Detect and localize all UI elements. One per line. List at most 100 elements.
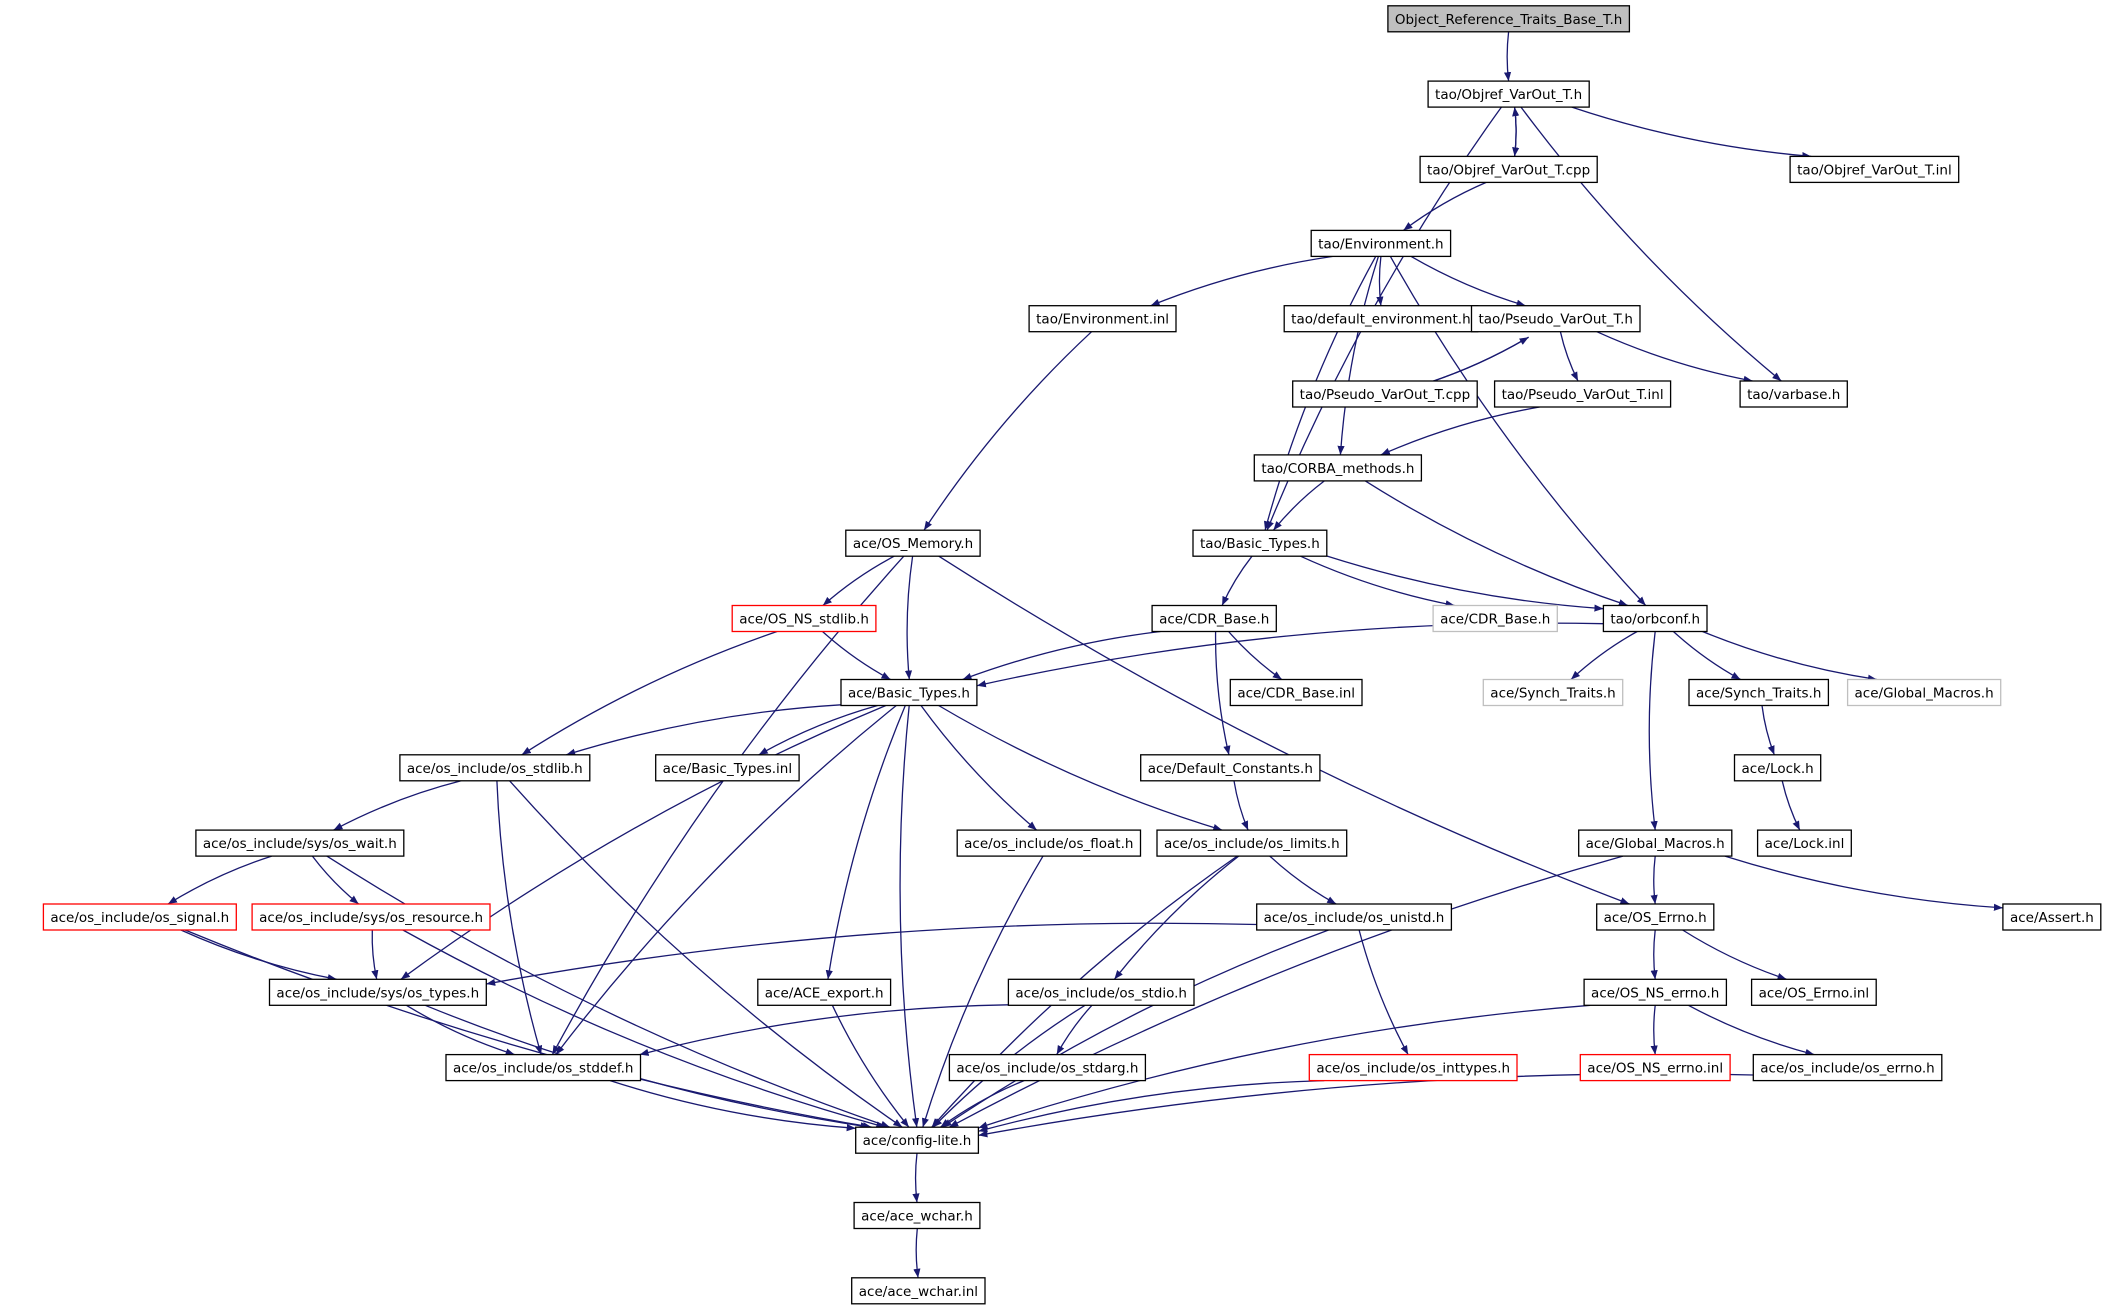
node-box — [2002, 903, 2102, 931]
graph-node-os-inttypes-h[interactable]: ace/os_include/os_inttypes.h — [1308, 1053, 1518, 1082]
node-box — [855, 1126, 980, 1154]
node-label: tao/Environment.inl — [1036, 312, 1169, 328]
graph-node-os-signal-h[interactable]: ace/os_include/os_signal.h — [42, 903, 237, 931]
node-label: ace/Basic_Types.h — [848, 686, 970, 702]
graph-node-ace-export-h[interactable]: ace/ACE_export.h — [757, 978, 892, 1006]
node-box — [1579, 1053, 1731, 1082]
node-label: tao/Objref_VarOut_T.h — [1435, 87, 1582, 103]
edge-pseudo-varout-h-to-varbase-h — [1596, 331, 1753, 383]
edge-os-types-h-to-os-stddef-h — [406, 1004, 515, 1056]
graph-node-default-constants-h[interactable]: ace/Default_Constants.h — [1140, 754, 1321, 782]
graph-node-os-stdarg-h[interactable]: ace/os_include/os_stdarg.h — [948, 1053, 1147, 1082]
node-box — [1229, 678, 1363, 707]
node-label: tao/Basic_Types.h — [1200, 536, 1320, 552]
node-label: tao/Pseudo_VarOut_T.cpp — [1300, 387, 1470, 403]
edge-os-memory-h-to-os-ns-stdlib-h — [822, 555, 895, 606]
node-box — [845, 529, 981, 557]
edge-global-macros-h-to-os-errno-h — [1650, 856, 1658, 905]
node-box — [1140, 754, 1321, 782]
edge-environment-h-to-pseudo-varout-h — [1410, 255, 1526, 307]
edge-os-ns-stdlib-h-to-ace-basic-types-h — [822, 631, 891, 681]
graph-node-default-environment-h[interactable]: tao/default_environment.h — [1283, 305, 1479, 333]
graph-node-pseudo-varout-inl[interactable]: tao/Pseudo_VarOut_T.inl — [1493, 380, 1672, 408]
graph-node-assert-h[interactable]: ace/Assert.h — [2002, 903, 2102, 931]
edge-ace-cdr-base-h-to-ace-basic-types-h — [962, 630, 1161, 681]
graph-node-os-wait-h[interactable]: ace/os_include/sys/os_wait.h — [195, 829, 405, 857]
node-box — [1578, 829, 1733, 857]
node-label: ace/Basic_Types.inl — [663, 761, 792, 777]
node-box — [1283, 305, 1479, 333]
graph-node-pseudo-varout-cpp[interactable]: tao/Pseudo_VarOut_T.cpp — [1292, 380, 1478, 408]
node-label: ace/config-lite.h — [863, 1133, 972, 1149]
graph-node-corba-methods-h[interactable]: tao/CORBA_methods.h — [1253, 454, 1423, 482]
graph-node-os-ns-errno-inl[interactable]: ace/OS_NS_errno.inl — [1579, 1053, 1731, 1082]
graph-node-ace-basic-types-h[interactable]: ace/Basic_Types.h — [840, 678, 978, 707]
graph-node-ace-wchar-inl[interactable]: ace/ace_wchar.inl — [851, 1277, 986, 1305]
graph-node-os-types-h[interactable]: ace/os_include/sys/os_types.h — [268, 978, 487, 1006]
node-label: ace/CDR_Base.h — [1159, 612, 1269, 628]
node-label: ace/OS_NS_errno.h — [1591, 985, 1719, 1001]
graph-node-ace-cdr-base-h-ext[interactable]: ace/CDR_Base.h — [1432, 604, 1558, 633]
graph-node-os-stddef-h[interactable]: ace/os_include/os_stddef.h — [445, 1053, 642, 1082]
graph-node-cdr-base-inl[interactable]: ace/CDR_Base.inl — [1229, 678, 1363, 707]
graph-node-config-lite-h[interactable]: ace/config-lite.h — [855, 1126, 980, 1154]
graph-node-root[interactable]: Object_Reference_Traits_Base_T.h — [1387, 5, 1631, 33]
node-label: ace/os_include/os_stdlib.h — [407, 761, 583, 777]
node-box — [268, 978, 487, 1006]
graph-node-os-errno-inl[interactable]: ace/OS_Errno.inl — [1750, 978, 1877, 1006]
node-box — [1028, 305, 1177, 333]
graph-node-os-errno-h[interactable]: ace/OS_Errno.h — [1596, 903, 1715, 931]
graph-node-os-resource-h[interactable]: ace/os_include/sys/os_resource.h — [251, 903, 491, 931]
node-box — [1007, 978, 1195, 1006]
edge-os-ns-errno-h-to-os-ns-errno-inl — [1650, 1005, 1658, 1055]
edge-objref-varout-cpp-to-objref-varout-h — [1512, 107, 1520, 157]
edge-os-memory-h-to-ace-basic-types-h — [904, 556, 914, 680]
node-label: tao/Objref_VarOut_T.inl — [1797, 162, 1952, 178]
graph-node-os-limits-h[interactable]: ace/os_include/os_limits.h — [1156, 829, 1348, 857]
node-box — [1752, 1053, 1943, 1082]
graph-node-os-ns-errno-h[interactable]: ace/OS_NS_errno.h — [1583, 978, 1728, 1006]
node-label: ace/Global_Macros.h — [1586, 836, 1725, 852]
edge-os-inttypes-h-to-config-lite-h — [978, 1079, 1325, 1133]
node-box — [840, 678, 978, 707]
edge-global-macros-h-to-assert-h — [1724, 855, 2003, 911]
node-label: ace/Synch_Traits.h — [1696, 686, 1821, 702]
graph-node-os-unistd-h[interactable]: ace/os_include/os_unistd.h — [1256, 903, 1453, 931]
graph-node-tao-basic-types-h[interactable]: tao/Basic_Types.h — [1192, 529, 1328, 557]
graph-node-synch-traits-h[interactable]: ace/Synch_Traits.h — [1688, 678, 1830, 707]
node-box — [853, 1201, 981, 1230]
graph-node-orbconf-h[interactable]: tao/orbconf.h — [1602, 604, 1708, 633]
node-label: tao/varbase.h — [1747, 387, 1840, 403]
graph-node-global-macros-h[interactable]: ace/Global_Macros.h — [1578, 829, 1733, 857]
graph-node-synch-traits-h-ext[interactable]: ace/Synch_Traits.h — [1482, 678, 1624, 707]
graph-node-lock-inl[interactable]: ace/Lock.inl — [1756, 829, 1852, 857]
graph-node-os-include-errno-h[interactable]: ace/os_include/os_errno.h — [1752, 1053, 1943, 1082]
graph-node-pseudo-varout-h[interactable]: tao/Pseudo_VarOut_T.h — [1470, 305, 1641, 333]
edge-ace-basic-types-h-to-os-float-h — [920, 705, 1038, 831]
graph-node-os-ns-stdlib-h[interactable]: ace/OS_NS_stdlib.h — [731, 604, 877, 633]
graph-node-varbase-h[interactable]: tao/varbase.h — [1739, 380, 1848, 408]
graph-node-os-memory-h[interactable]: ace/OS_Memory.h — [845, 529, 981, 557]
node-label: ace/os_include/os_float.h — [964, 836, 1133, 852]
node-label: ace/ace_wchar.inl — [859, 1284, 978, 1300]
graph-node-basic-types-inl[interactable]: ace/Basic_Types.inl — [655, 754, 800, 782]
graph-node-global-macros-h-ext[interactable]: ace/Global_Macros.h — [1846, 678, 2002, 707]
graph-node-objref-varout-cpp[interactable]: tao/Objref_VarOut_T.cpp — [1419, 155, 1598, 184]
graph-node-os-float-h[interactable]: ace/os_include/os_float.h — [956, 829, 1142, 857]
node-label: tao/default_environment.h — [1291, 312, 1470, 328]
graph-node-objref-varout-inl[interactable]: tao/Objref_VarOut_T.inl — [1789, 155, 1960, 184]
graph-node-os-stdio-h[interactable]: ace/os_include/os_stdio.h — [1007, 978, 1195, 1006]
edge-os-resource-h-to-os-types-h — [371, 929, 379, 980]
node-label: ace/OS_NS_errno.inl — [1587, 1061, 1723, 1077]
graph-node-environment-inl[interactable]: tao/Environment.inl — [1028, 305, 1177, 333]
edge-ace-basic-types-h-to-os-stddef-h — [555, 704, 897, 1055]
graph-node-objref-varout-h[interactable]: tao/Objref_VarOut_T.h — [1427, 80, 1590, 108]
graph-node-ace-cdr-base-h[interactable]: ace/CDR_Base.h — [1151, 604, 1277, 633]
graph-node-lock-h[interactable]: ace/Lock.h — [1733, 754, 1822, 782]
node-box — [1583, 978, 1728, 1006]
graph-node-ace-wchar-h[interactable]: ace/ace_wchar.h — [853, 1201, 981, 1230]
graph-node-os-stdlib-h[interactable]: ace/os_include/os_stdlib.h — [399, 754, 591, 782]
graph-node-environment-h[interactable]: tao/Environment.h — [1310, 229, 1452, 258]
node-box — [1387, 5, 1631, 33]
edge-environment-h-to-corba-methods-h — [1337, 256, 1380, 455]
